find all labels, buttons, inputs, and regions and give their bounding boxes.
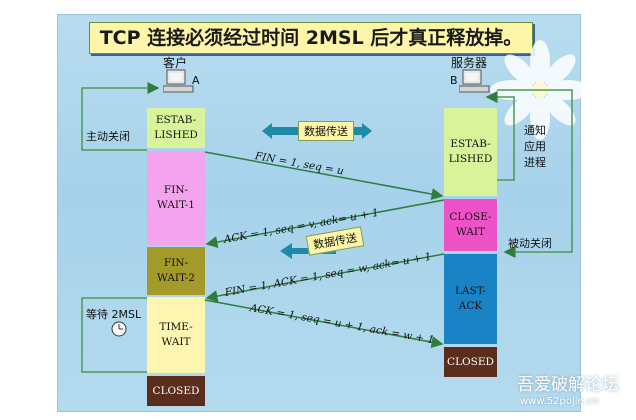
- server-state-last-ack: LAST- ACK: [444, 254, 497, 344]
- watermark-url: www.52pojie.cn: [520, 396, 599, 407]
- segment-fin-2: [205, 253, 445, 302]
- active-close-loop: [81, 82, 160, 151]
- segment-ack-1: [205, 199, 445, 248]
- client-state-established: ESTAB- LISHED: [147, 108, 205, 148]
- passive-close-loop: [497, 89, 573, 258]
- diagram-title: TCP 连接必须经过时间 2MSL 后才真正释放掉。: [89, 22, 533, 54]
- watermark-name: 吾爱破解论坛: [517, 375, 619, 395]
- notify-app-loop: [485, 91, 515, 181]
- client-state-fin-wait-2: FIN- WAIT-2: [147, 247, 205, 295]
- server-computer-icon: [459, 69, 490, 93]
- segment-ack-2: [204, 299, 444, 348]
- server-state-close-wait: CLOSE- WAIT: [444, 199, 497, 251]
- client-state-time-wait: TIME- WAIT: [147, 297, 205, 373]
- client-state-closed: CLOSED: [147, 376, 205, 406]
- server-state-established: ESTAB- LISHED: [444, 108, 497, 196]
- client-computer-icon: [163, 69, 194, 93]
- notify-app-label: 通知 应用 进程: [524, 124, 546, 169]
- server-id: B: [450, 74, 458, 87]
- client-state-fin-wait-1: FIN- WAIT-1: [147, 151, 205, 245]
- server-label: 服务器: [451, 56, 488, 70]
- server-state-closed: CLOSED: [444, 347, 497, 377]
- segment-fin-1: [204, 151, 444, 200]
- data-transfer-label-1: 数据传送: [298, 121, 354, 141]
- client-id: A: [192, 74, 200, 87]
- wait-2msl-label: 等待 2MSL: [86, 308, 142, 321]
- active-close-label: 主动关闭: [86, 130, 130, 143]
- client-label: 客户: [163, 56, 188, 70]
- wait-2msl-bracket: [81, 297, 147, 373]
- passive-close-label: 被动关闭: [508, 237, 552, 250]
